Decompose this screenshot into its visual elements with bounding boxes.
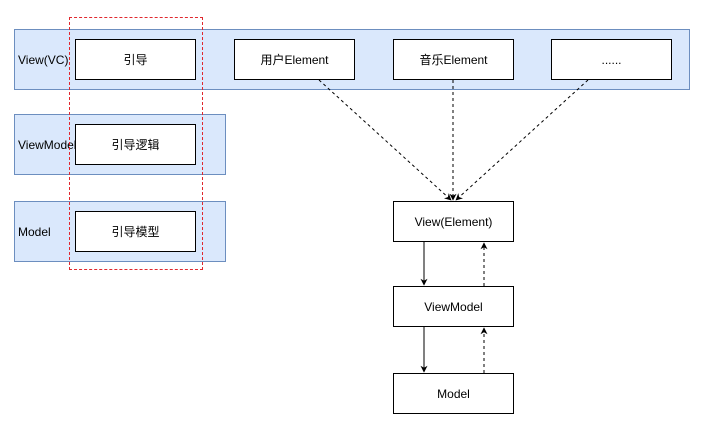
view-vc-layer-label: View(VC) xyxy=(18,53,69,67)
edge-more-elements-to-view-element xyxy=(455,79,589,201)
guide-node: 引导 xyxy=(75,39,196,80)
guide-model-node: 引导模型 xyxy=(75,211,196,252)
viewmodel-layer-label: ViewModel xyxy=(18,138,77,152)
viewmodel-node: ViewModel xyxy=(393,286,514,327)
model-layer-label: Model xyxy=(18,225,51,239)
edge-user-element-to-view-element xyxy=(318,79,452,201)
user-element-node: 用户Element xyxy=(234,39,355,80)
music-element-node: 音乐Element xyxy=(393,39,514,80)
model-node: Model xyxy=(393,373,514,414)
view-element-node: View(Element) xyxy=(393,201,514,242)
guide-logic-node: 引导逻辑 xyxy=(75,124,196,165)
more-elements-node: ...... xyxy=(551,39,672,80)
